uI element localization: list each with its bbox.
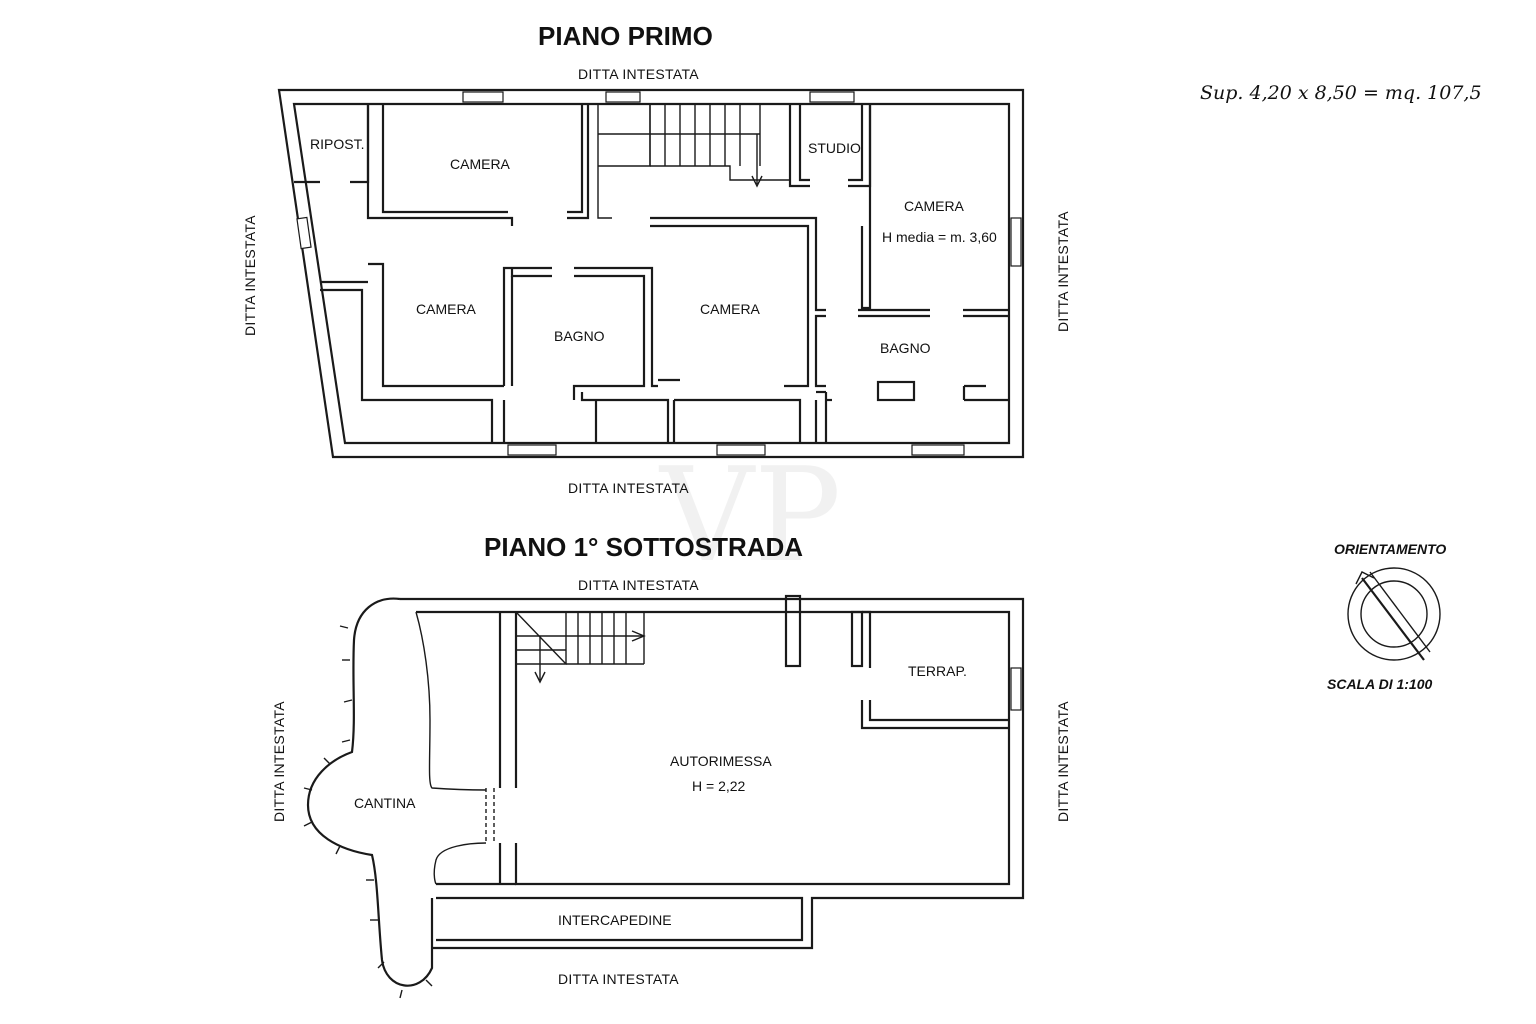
window bbox=[911, 444, 965, 456]
window bbox=[1010, 667, 1022, 711]
room-label-camera: CAMERA bbox=[700, 301, 761, 317]
boundary-label: DITTA INTESTATA bbox=[568, 480, 689, 496]
window bbox=[716, 444, 766, 456]
room-label-terrap: TERRAP. bbox=[908, 663, 967, 679]
orientation-compass: ORIENTAMENTO SCALA DI 1:100 bbox=[1327, 541, 1446, 692]
pillar bbox=[850, 610, 864, 668]
room-height-note: H = 2,22 bbox=[692, 778, 746, 794]
window bbox=[1010, 217, 1022, 267]
room-label-cantina: CANTINA bbox=[354, 795, 416, 811]
bathroom-fixture bbox=[876, 380, 916, 402]
rock-texture bbox=[303, 625, 433, 999]
room-height-note: H media = m. 3,60 bbox=[882, 229, 997, 245]
room-label-studio: STUDIO bbox=[808, 140, 861, 156]
room-label-camera: CAMERA bbox=[450, 156, 511, 172]
room-label-ripost: RIPOST. bbox=[310, 136, 364, 152]
first-floor-stair bbox=[597, 104, 790, 219]
boundary-label: DITTA INTESTATA bbox=[271, 701, 287, 822]
basement-stair bbox=[515, 611, 646, 684]
window bbox=[296, 216, 312, 250]
window bbox=[462, 91, 504, 103]
boundary-label: DITTA INTESTATA bbox=[1055, 701, 1071, 822]
room-label-camera: CAMERA bbox=[904, 198, 965, 214]
watermark: VP bbox=[658, 439, 841, 591]
boundary-label: DITTA INTESTATA bbox=[558, 971, 679, 987]
cantina-outline bbox=[306, 597, 434, 987]
surface-note: Sup. 4,20 x 8,50 = mq. 107,5 bbox=[1200, 82, 1482, 104]
room-label-camera: CAMERA bbox=[416, 301, 477, 317]
room-label-intercapedine: INTERCAPEDINE bbox=[558, 912, 672, 928]
pillar bbox=[784, 594, 802, 668]
boundary-label: DITTA INTESTATA bbox=[1055, 211, 1071, 332]
window bbox=[809, 91, 855, 103]
first-floor-plan bbox=[277, 88, 1025, 459]
first-floor-inner-wall bbox=[292, 102, 1011, 445]
north-arrow-icon bbox=[1361, 577, 1425, 661]
basement-plan bbox=[303, 594, 1025, 999]
room-label-autorimessa: AUTORIMESSA bbox=[670, 753, 772, 769]
room-label-bagno: BAGNO bbox=[554, 328, 605, 344]
room-label-bagno: BAGNO bbox=[880, 340, 931, 356]
basement-title: PIANO 1° SOTTOSTRADA bbox=[484, 532, 803, 562]
first-floor-outer-wall bbox=[277, 88, 1025, 459]
boundary-label: DITTA INTESTATA bbox=[578, 66, 699, 82]
first-floor-title: PIANO PRIMO bbox=[538, 21, 713, 51]
boundary-label: DITTA INTESTATA bbox=[242, 215, 258, 336]
window bbox=[507, 444, 557, 456]
window bbox=[605, 91, 641, 103]
orientation-label: ORIENTAMENTO bbox=[1334, 541, 1446, 557]
boundary-label: DITTA INTESTATA bbox=[578, 577, 699, 593]
scale-label: SCALA DI 1:100 bbox=[1327, 676, 1433, 692]
